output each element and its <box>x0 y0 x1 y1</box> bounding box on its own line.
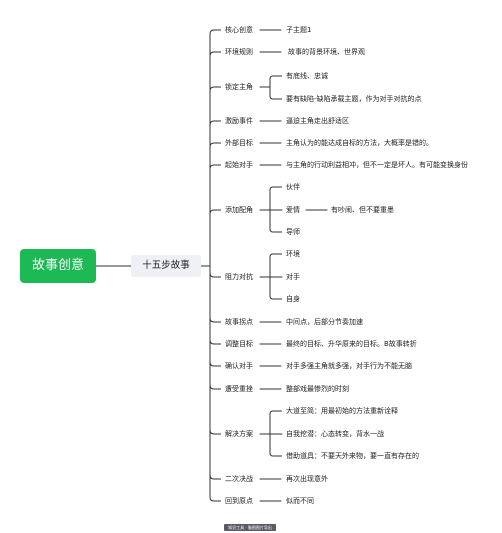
leaf-node[interactable]: 子主题1 <box>286 26 312 34</box>
branch-node[interactable]: 外部目标 <box>225 139 253 147</box>
leaf-node[interactable]: 自我挖潜：心态转变，背水一战 <box>286 430 384 438</box>
connector-line <box>209 51 221 57</box>
leaf-node[interactable]: 再次出现意外 <box>286 475 328 483</box>
branch-node[interactable]: 添加配角 <box>225 206 253 214</box>
leaf-node[interactable]: 爱情 <box>286 206 300 214</box>
leaf-node[interactable]: 似而不同 <box>286 497 314 505</box>
branch-node[interactable]: 调整目标 <box>225 340 253 348</box>
connector-line <box>269 410 282 415</box>
leaf-node[interactable]: 自身 <box>286 295 300 303</box>
leaf-node[interactable]: 中间点，后部分节奏加速 <box>286 318 363 326</box>
leaf-node[interactable]: 有吵闹、但不要重墨 <box>331 206 394 214</box>
branch-node[interactable]: 起始对手 <box>225 161 253 169</box>
leaf-node[interactable]: 借助道具：不要天外来物，要一直有存在的 <box>286 452 419 460</box>
connector-line <box>209 164 221 170</box>
root-node[interactable]: 故事创意 <box>20 249 96 283</box>
connector-line <box>209 429 221 435</box>
leaf-node[interactable]: 主角认为的能达成自标的方法，大概率是错的。 <box>286 139 433 147</box>
leaf-node[interactable]: 故事的背景环境、世界观 <box>288 48 365 56</box>
leaf-node[interactable]: 大道至简：用最初始的方法重新诠释 <box>286 407 398 415</box>
branch-node[interactable]: 核心创意 <box>225 26 253 34</box>
watermark: 知识工具 · 脑图图片导出 <box>224 524 276 531</box>
connector-line <box>269 186 282 191</box>
branch-node[interactable]: 故事拐点 <box>225 318 253 326</box>
connector-line <box>209 361 221 367</box>
branch-node[interactable]: 解决方案 <box>225 430 253 438</box>
connector-line <box>209 317 221 323</box>
leaf-node[interactable]: 对手 <box>286 273 300 281</box>
leaf-node[interactable]: 环境 <box>286 250 300 258</box>
connector-line <box>209 272 221 278</box>
connector-line <box>269 228 282 233</box>
connector-line <box>209 384 221 390</box>
leaf-node[interactable]: 要有缺陷-缺陷承载主题，作为对手对抗的点 <box>286 95 422 103</box>
leaf-node[interactable]: 逼迫主角走出舒适区 <box>286 117 349 125</box>
branch-node[interactable]: 激励事件 <box>225 117 253 125</box>
connector-line <box>209 339 221 345</box>
center-node[interactable]: 十五步故事 <box>131 255 201 277</box>
branch-node[interactable]: 二次决战 <box>225 475 253 483</box>
connector-line <box>209 496 221 502</box>
branch-node[interactable]: 环境规则 <box>225 48 253 56</box>
branch-node[interactable]: 确认对手 <box>225 362 253 370</box>
connector-line <box>209 29 221 35</box>
leaf-node[interactable]: 导师 <box>286 228 300 236</box>
connector-line <box>209 474 221 480</box>
leaf-node[interactable]: 有底线、忠诚 <box>286 72 328 80</box>
connector-line <box>209 120 221 126</box>
branch-node[interactable]: 阻力对抗 <box>225 273 253 281</box>
leaf-node[interactable]: 伙伴 <box>286 183 300 191</box>
connector-line <box>269 75 282 80</box>
leaf-node[interactable]: 最终的目标、升华原来的目标。B故事转折 <box>286 340 417 348</box>
connector-line <box>209 142 221 148</box>
leaf-node[interactable]: 对手多强主角就多强，对手行为不能无脑 <box>286 362 412 370</box>
leaf-node[interactable]: 整部戏最惨烈的时刻 <box>286 385 349 393</box>
connector-line <box>269 452 282 457</box>
connector-line <box>209 86 221 92</box>
connector-line <box>269 95 282 100</box>
connector-line <box>269 253 282 258</box>
branch-node[interactable]: 回到原点 <box>225 497 253 505</box>
connector-line <box>209 209 221 215</box>
connector-line <box>269 295 282 300</box>
leaf-node[interactable]: 与主角的行动利益相冲，但不一定是坏人。有可能变换身份 <box>286 161 468 169</box>
branch-node[interactable]: 锁定主角 <box>225 83 253 91</box>
branch-node[interactable]: 遭受重挫 <box>225 385 253 393</box>
